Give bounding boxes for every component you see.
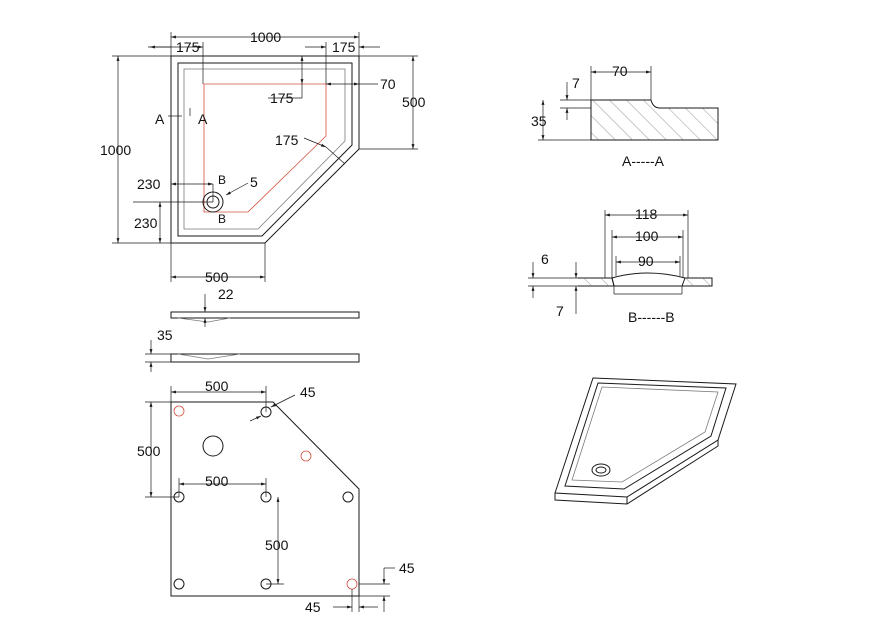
section-a-left: A: [155, 111, 165, 127]
tray-rim-outer: [177, 62, 353, 237]
dim-175-right: 175: [332, 39, 356, 55]
dim-100: 100: [635, 228, 659, 244]
bottom-view: 500 45 500 500 500 45 45: [137, 378, 415, 615]
foot-7: [342, 491, 354, 503]
dim-230-h: 230: [137, 176, 161, 192]
dim-118: 118: [635, 206, 658, 222]
foot-red-2: [300, 450, 312, 462]
top-view: 1000 175 175 175 70 500 175 1000: [100, 29, 426, 285]
tray-red-contour: [203, 83, 327, 213]
dim-230-v: 230: [134, 215, 158, 231]
foot-red-3: [346, 578, 358, 590]
side-views: 22 35: [145, 286, 360, 372]
foot-8: [173, 578, 185, 590]
dim-1000-top: 1000: [250, 29, 281, 45]
dim-1000-left: 1000: [100, 142, 131, 158]
bottom-outline: [170, 401, 360, 597]
dim-90: 90: [638, 253, 654, 269]
dim-70-section: 70: [612, 63, 628, 79]
dim-500-right: 500: [402, 94, 426, 110]
dim-6: 6: [541, 251, 549, 267]
dim-500-bottomview-left: 500: [137, 443, 161, 459]
iso-drain: [591, 463, 611, 477]
dim-175-left: 175: [176, 39, 200, 55]
iso-rim: [564, 382, 727, 490]
dim-35-section: 35: [531, 113, 547, 129]
section-b-detail: 118 100 90 6 7 B------B: [528, 206, 713, 325]
dim-7-section-b: 7: [556, 303, 564, 319]
dim-500-bottomview-vert: 500: [265, 537, 289, 553]
dim-500-bottom: 500: [205, 269, 229, 285]
dim-5: 5: [250, 174, 258, 190]
section-a-title: A-----A: [622, 153, 665, 169]
dim-22: 22: [218, 286, 234, 302]
dim-70-rim: 70: [380, 76, 396, 92]
dim-35-side: 35: [157, 327, 173, 343]
dim-175-diag: 175: [275, 132, 299, 148]
section-a-detail: 70 7 35 A-----A: [531, 63, 719, 169]
tray-outline: [170, 55, 360, 244]
dim-45-top: 45: [300, 384, 316, 400]
isometric-view: [554, 377, 737, 505]
dim-45-right: 45: [399, 560, 415, 576]
section-b-bottom: B: [218, 212, 226, 226]
drain-hole: [202, 435, 224, 457]
section-a-hatched-body: [590, 99, 719, 141]
foot-red-1: [173, 405, 185, 417]
section-a-right: A: [198, 111, 208, 127]
section-b-top: B: [218, 173, 226, 187]
section-b-title: B------B: [628, 309, 675, 325]
dim-7-section-a: 7: [572, 75, 580, 91]
dim-175-inner: 175: [270, 90, 294, 106]
section-b-drain: [611, 272, 686, 287]
iso-outer: [554, 377, 737, 498]
side-profile-1: [170, 311, 360, 319]
dim-45-bottom: 45: [305, 599, 321, 615]
dim-500-bottomview-top: 500: [205, 378, 229, 394]
side-profile-2: [170, 353, 360, 363]
dim-500-bottomview-mid: 500: [205, 473, 229, 489]
